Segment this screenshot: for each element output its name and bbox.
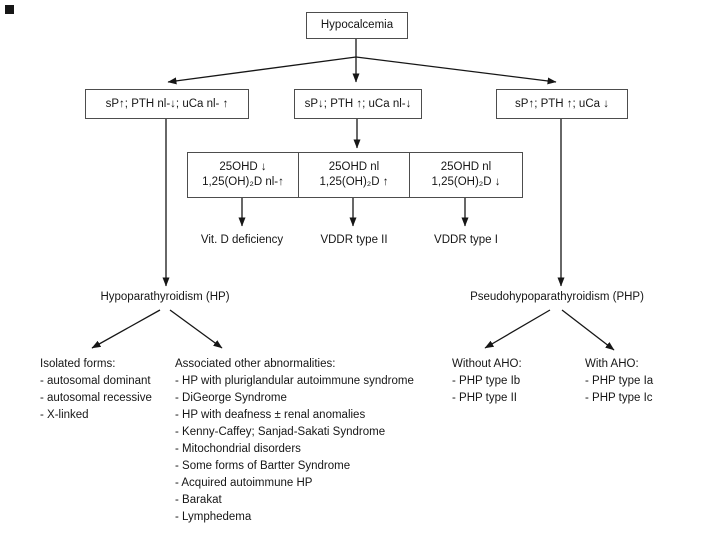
- list-title: Associated other abnormalities:: [175, 358, 336, 370]
- list-title: With AHO:: [585, 358, 639, 370]
- list-isolated-forms: Isolated forms: - autosomal dominant - a…: [40, 356, 152, 424]
- list-item: - PHP type Ia: [585, 375, 654, 387]
- node-line2: 1,25(OH)₂D ↑: [319, 176, 389, 188]
- arrow-php-to-with-aho: [561, 309, 615, 351]
- list-title: Isolated forms:: [40, 358, 116, 370]
- list-item: - HP with deafness ± renal anomalies: [175, 409, 366, 421]
- arrow-hp-to-isolated: [91, 309, 161, 349]
- list-title: Without AHO:: [452, 358, 522, 370]
- arrow-root-to-right: [355, 56, 557, 85]
- label-hypoparathyroidism: Hypoparathyroidism (HP): [100, 291, 230, 303]
- list-item: - PHP type Ib: [452, 375, 521, 387]
- list-item: - PHP type Ic: [585, 392, 653, 404]
- list-item: - DiGeorge Syndrome: [175, 392, 287, 404]
- list-item: - X-linked: [40, 409, 89, 421]
- list-without-aho: Without AHO: - PHP type Ib - PHP type II: [452, 356, 522, 407]
- result-vit-d-deficiency: Vit. D deficiency: [200, 234, 284, 246]
- list-item: - Mitochondrial disorders: [175, 443, 301, 455]
- list-associated-abnormalities: Associated other abnormalities: - HP wit…: [175, 356, 414, 526]
- list-item: - Lymphedema: [175, 511, 252, 523]
- node-line1: 25OHD nl: [440, 161, 492, 173]
- list-item: - Kenny-Caffey; Sanjad-Sakati Syndrome: [175, 426, 386, 438]
- list-item: - PHP type II: [452, 392, 517, 404]
- node-line2: 1,25(OH)₂D ↓: [431, 176, 501, 188]
- label-pseudohypoparathyroidism: Pseudohypoparathyroidism (PHP): [470, 291, 644, 303]
- list-item: - Acquired autoimmune HP: [175, 477, 313, 489]
- node-lab-middle: sP↓; PTH ↑; uCa nl-↓: [294, 89, 422, 119]
- list-item: - Some forms of Bartter Syndrome: [175, 460, 351, 472]
- list-with-aho: With AHO: - PHP type Ia - PHP type Ic: [585, 356, 653, 407]
- node-25ohd-nl-125-low: 25OHD nl 1,25(OH)₂D ↓: [409, 152, 523, 198]
- slide-corner-marker: [5, 5, 14, 14]
- list-item: - HP with pluriglandular autoimmune synd…: [175, 375, 414, 387]
- list-item: - autosomal recessive: [40, 392, 152, 404]
- list-item: - autosomal dominant: [40, 375, 151, 387]
- node-line1: 25OHD ↓: [219, 161, 267, 173]
- node-hypocalcemia: Hypocalcemia: [306, 12, 408, 39]
- result-vddr-type-ii: VDDR type II: [320, 234, 388, 246]
- node-25ohd-nl-125-high: 25OHD nl 1,25(OH)₂D ↑: [298, 152, 410, 198]
- node-lab-right: sP↑; PTH ↑; uCa ↓: [496, 89, 628, 119]
- arrow-hp-to-associated: [169, 309, 223, 349]
- node-line1: 25OHD nl: [328, 161, 380, 173]
- list-item: - Barakat: [175, 494, 222, 506]
- arrow-php-to-without-aho: [484, 309, 551, 349]
- node-line2: 1,25(OH)₂D nl-↑: [202, 176, 284, 188]
- node-25ohd-low: 25OHD ↓ 1,25(OH)₂D nl-↑: [187, 152, 299, 198]
- arrow-root-to-left: [167, 56, 357, 85]
- result-vddr-type-i: VDDR type I: [434, 234, 498, 246]
- node-lab-left: sP↑; PTH nl-↓; uCa nl- ↑: [85, 89, 249, 119]
